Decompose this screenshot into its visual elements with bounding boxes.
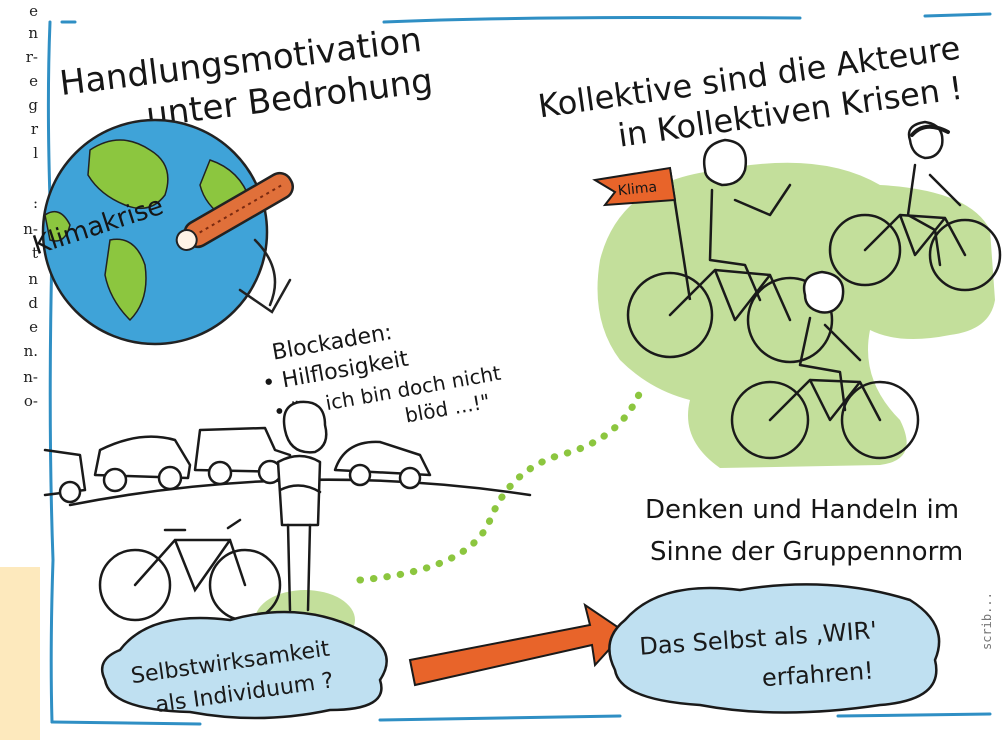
thermometer <box>175 171 294 251</box>
car-2 <box>93 435 192 493</box>
frame-bottom-left <box>50 720 202 726</box>
curved-arrow <box>238 238 292 314</box>
globe-land-south <box>104 238 147 322</box>
left-fragment: l <box>33 144 38 162</box>
globe-land-west <box>44 210 71 242</box>
cloud-right <box>608 583 941 714</box>
left-fragment: r <box>30 120 38 138</box>
curved-arrow-head <box>238 278 292 314</box>
left-fragment: e <box>29 318 38 336</box>
group-norm-line2: Sinne der Gruppennorm <box>650 537 963 567</box>
bicycle-wheel-back <box>98 548 172 622</box>
right-title: Kollektive sind die Akteure in Kollektiv… <box>536 29 965 155</box>
cloud-left <box>100 610 388 720</box>
car-1 <box>43 448 87 504</box>
thermometer-scale <box>199 184 283 234</box>
left-fragment: n <box>28 270 38 288</box>
lone-bicycle <box>98 518 282 622</box>
left-fragment: : <box>32 194 38 212</box>
left-fragment: r- <box>25 48 38 66</box>
person-crossed-arms <box>278 484 322 494</box>
flag-cloth <box>592 166 677 207</box>
left-fragment: n <box>28 24 38 42</box>
left-text-column: e n r- e g r l : n- t n d e n. n- o- <box>0 0 40 740</box>
cyclist-3 <box>730 270 920 460</box>
car-4 <box>333 440 432 490</box>
frame-top-line <box>382 16 802 24</box>
klima-flag: Klima <box>592 166 692 301</box>
frame-left-line <box>46 20 55 724</box>
left-fragment: n. <box>23 342 38 360</box>
green-blob-shape <box>597 162 995 468</box>
person-head <box>282 400 328 454</box>
globe: Klimakrise <box>29 118 269 346</box>
left-fragment: n- <box>23 220 38 238</box>
left-fragment: e <box>29 72 38 90</box>
thermometer-bulb <box>175 229 198 251</box>
car-3 <box>193 426 292 486</box>
globe-land-north <box>87 139 169 210</box>
group-green-backdrop <box>597 162 995 468</box>
left-highlight-box <box>0 567 40 740</box>
left-fragment: d <box>28 294 38 312</box>
left-fragment: n- <box>23 368 38 386</box>
dotted-connection-path <box>356 388 644 584</box>
left-fragment: t <box>31 244 38 262</box>
curved-arrow-line <box>253 238 277 307</box>
cyclist-2 <box>828 120 1002 292</box>
left-fragment: e <box>29 2 38 20</box>
flag-label: Klima <box>617 179 658 199</box>
frame <box>46 12 992 726</box>
frame-bottom-mid <box>378 714 622 722</box>
person-legs <box>286 523 312 612</box>
frame-bottom-right <box>836 712 992 718</box>
group-norm-line1: Denken und Handeln im <box>645 495 959 525</box>
left-fragment: g <box>28 96 38 114</box>
bicycle-frame <box>133 518 247 593</box>
left-fragment: o- <box>23 392 38 410</box>
cyclist-1 <box>626 138 834 364</box>
person-torso <box>276 454 322 527</box>
arrow-to-wir <box>408 602 627 687</box>
frame-top-right <box>923 12 992 18</box>
person-individual <box>276 400 328 612</box>
